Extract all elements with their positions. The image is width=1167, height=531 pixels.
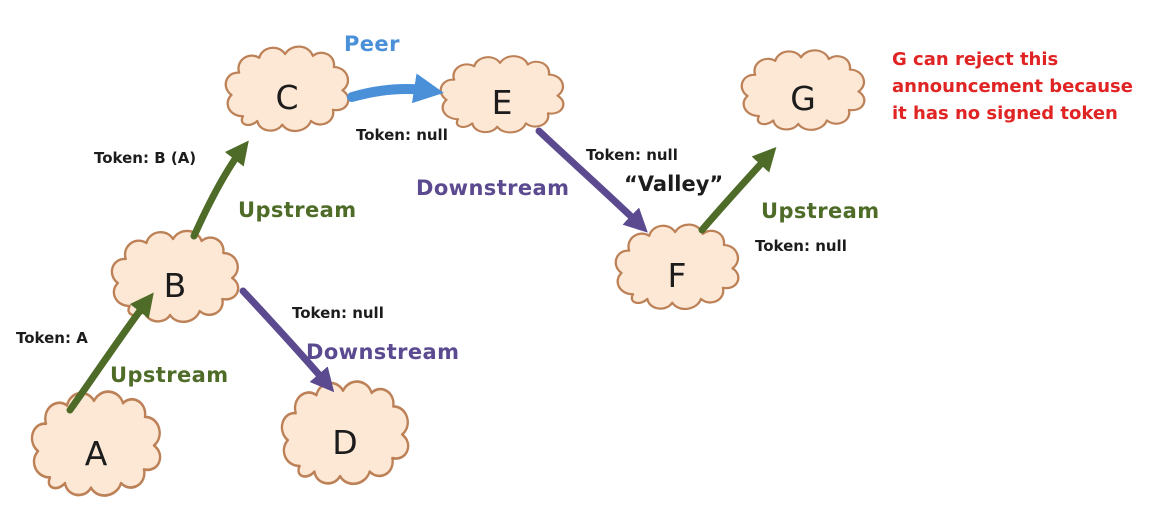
node-b-label: B <box>163 265 187 305</box>
node-c-label: C <box>275 77 299 117</box>
node-b: B <box>106 226 244 338</box>
node-d-label: D <box>332 422 358 462</box>
edge-e-f-token: Token: null <box>586 146 678 164</box>
edge-c-e-token: Token: null <box>356 126 448 144</box>
node-a: A <box>26 386 166 514</box>
edge-b-c-token: Token: B (A) <box>94 149 197 167</box>
edge-c-e-label: Peer <box>344 32 400 56</box>
node-e: E <box>435 52 569 146</box>
edge-b-d-label: Downstream <box>306 340 460 364</box>
node-f: F <box>610 220 744 324</box>
rejection-note-line-3: it has no signed token <box>892 103 1118 124</box>
edge-b-c-arrow <box>190 140 249 240</box>
edge-f-g-label: Upstream <box>761 199 880 223</box>
edge-a-b-token: Token: A <box>16 329 88 347</box>
edge-b-c-label: Upstream <box>238 198 357 222</box>
rejection-note-line-1: G can reject this <box>892 49 1059 70</box>
rejection-note-line-2: announcement because <box>892 76 1133 97</box>
edge-b-d-token: Token: null <box>292 304 384 322</box>
node-f-label: F <box>667 255 687 295</box>
rejection-note: G can reject this announcement because i… <box>892 46 1133 127</box>
edge-c-e-arrow <box>347 73 444 104</box>
node-g: G <box>736 46 870 144</box>
edge-a-b-label: Upstream <box>110 363 229 387</box>
edge-e-f-valley-annotation: “Valley” <box>624 172 724 196</box>
node-e-label: E <box>491 82 513 122</box>
node-d: D <box>276 376 414 502</box>
node-g-label: G <box>790 78 816 118</box>
node-c: C <box>220 42 354 146</box>
node-a-label: A <box>84 433 108 473</box>
edge-f-g-token: Token: null <box>755 237 847 255</box>
edge-e-f-label: Downstream <box>416 176 570 200</box>
